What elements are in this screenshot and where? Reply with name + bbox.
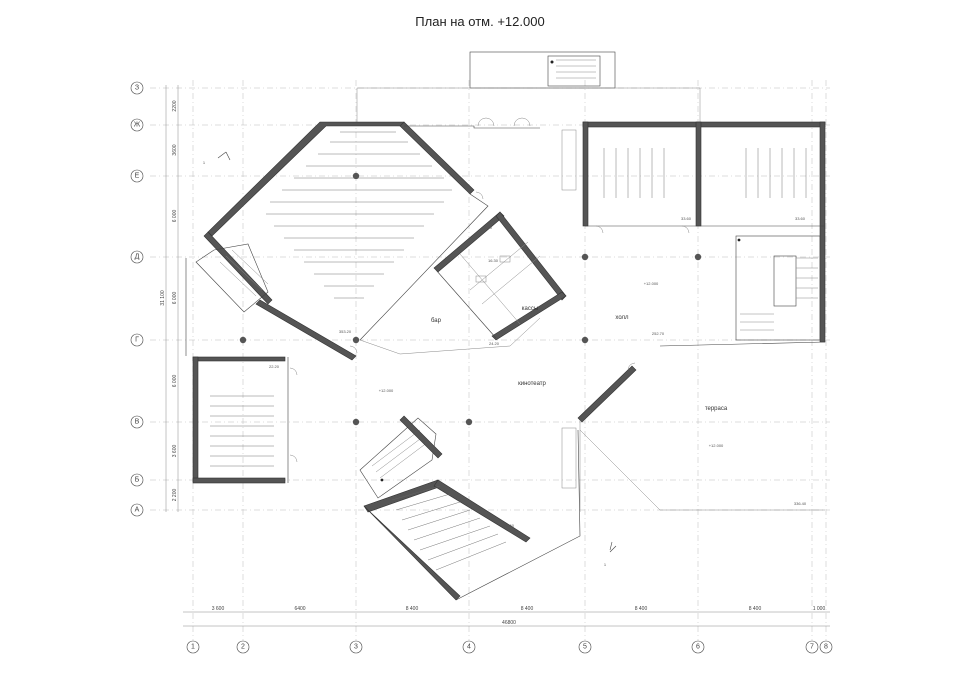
terrace-level: +12.000 [709,443,724,448]
axis-col-label: 4 [467,644,471,651]
structural-columns [239,172,702,426]
dim-left: 2200 [172,100,178,111]
dim-bottom: 8 400 [521,606,534,612]
axis-col-label: 6 [696,644,700,651]
seat-rows-small-left [210,395,274,467]
room-terrasa: терраса [705,406,728,412]
dim-bottom: 8 400 [406,606,419,612]
room-labels: бар холл кинотеатр терраса +12.000 +12.0… [379,281,807,506]
section-marker-top: 1 [203,151,231,165]
bar-mark: 24.20 [489,341,500,346]
axis-col-label: 5 [583,644,587,651]
hall-mark: 252.70 [652,331,665,336]
axis-row-label: Е [135,173,140,180]
dim-left: 6 000 [172,210,178,223]
row-axis-markers: З Ж Е Д Г В Б А [130,81,144,517]
axis-col-label: 8 [824,644,828,651]
plan-title: План на отм. +12.000 [415,14,545,29]
axis-col-label: 7 [810,644,814,651]
dim-bottom: 6400 [294,606,305,612]
axis-row-label: Г [135,337,139,344]
wc-kassy-block: 16.30 16.30 кассы [433,211,567,341]
dim-bottom: 8 400 [635,606,648,612]
column-axis-markers: 1 2 3 4 5 6 7 8 [186,640,833,654]
axis-row-label: Б [135,477,140,484]
seat-rows-top-right-a [603,148,665,198]
hall-top-right-pair: 33.60 33.60 [582,121,826,343]
dim-left: 3 600 [172,445,178,458]
dim-total-left: 31 100 [160,290,166,306]
dim-left: 6 000 [172,375,178,388]
room-kinoteatr: кинотеатр [518,381,546,387]
hall-large-diagonal: 353.20 [207,121,489,361]
left-hall-mark: 353.20 [339,329,352,334]
bottom-dimension-chain: 3 600 6400 8 400 8 400 8 400 8 400 1 000… [183,606,830,627]
seat-rows-bottom [391,485,507,571]
axis-col-label: 3 [354,644,358,651]
axis-row-label: З [135,85,139,92]
dim-left: 3600 [172,144,178,155]
top-hall-left-area: 33.60 [681,216,692,221]
axis-row-label: Д [135,254,140,261]
small-hall-left-area: 22.20 [269,364,280,369]
section-marker-bottom: 1 [604,541,617,567]
seat-rows-top-right-b [745,148,807,198]
small-hall-bottom-area: 52.60 [504,523,515,528]
top-hall-right-area: 33.60 [795,216,806,221]
dim-left: 6 000 [172,292,178,305]
stair-core-bottom [359,415,443,499]
left-dimension-chain: 2200 3600 6 000 6 000 6 000 3 600 2 200 … [160,85,179,512]
section-marker-label-bottom: 1 [604,562,607,567]
room-bar: бар [431,318,442,324]
wc-area-2: 16.30 [488,258,499,263]
north-stair-block [356,51,701,125]
terrace-area: 336.40 [794,501,807,506]
hall-bottom-diagonal: 52.60 [363,429,581,601]
room-holl: холл [615,315,629,321]
dim-left: 2 200 [172,489,178,502]
hall-level: +12.000 [644,281,659,286]
cinema-level: +12.000 [379,388,394,393]
axis-row-label: А [135,507,140,514]
dim-bottom: 1 000 [813,606,826,612]
hall-small-left: 22.20 [192,356,289,484]
stair-core-right [735,235,821,341]
axis-col-label: 1 [191,644,195,651]
axis-row-label: Ж [134,122,141,129]
axis-col-label: 2 [241,644,245,651]
wc-area-1: 16.30 [482,225,493,230]
door-swings [289,117,690,463]
dim-bottom: 3 600 [212,606,225,612]
dim-bottom: 8 400 [749,606,762,612]
stair-core-left [185,231,273,356]
dim-total-bottom: 46800 [502,620,516,626]
seat-rows-large [266,131,452,299]
room-kassy: кассы [522,306,538,312]
axis-row-label: В [135,419,140,426]
section-marker-label: 1 [203,160,206,165]
lobby-outline [359,125,826,512]
